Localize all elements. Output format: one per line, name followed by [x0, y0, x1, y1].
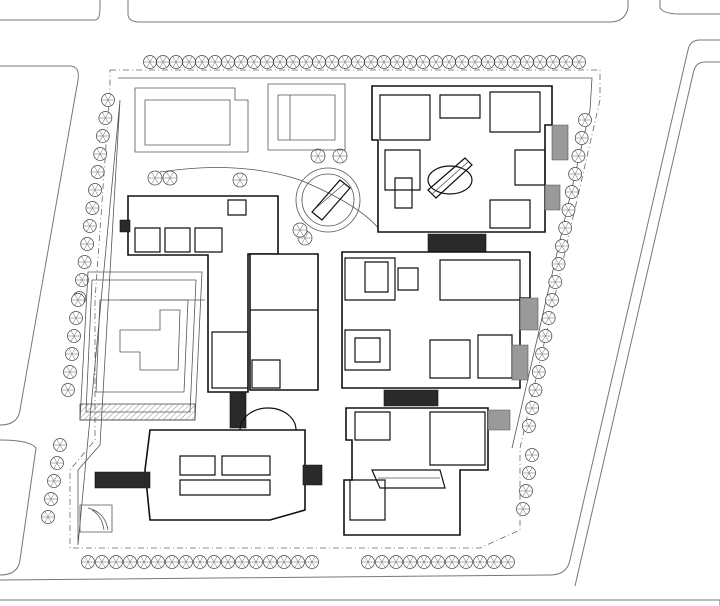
- building-b: [119, 195, 279, 429]
- existing-building-west: [79, 271, 203, 421]
- building-d: [341, 251, 539, 407]
- building-c: [249, 253, 319, 391]
- tree-row-south: [81, 555, 515, 569]
- building-a: [371, 85, 569, 253]
- building-e: [343, 407, 511, 536]
- entry-ramp: [79, 504, 113, 533]
- tree-row-east: [516, 113, 592, 516]
- building-f: [94, 407, 323, 521]
- tree-row-west: [41, 93, 115, 524]
- tree-row-inner: [147, 148, 348, 246]
- existing-building-north: [134, 83, 346, 153]
- rotunda: [295, 167, 361, 233]
- tree-row-north: [143, 55, 586, 69]
- site-boundary: [69, 69, 601, 549]
